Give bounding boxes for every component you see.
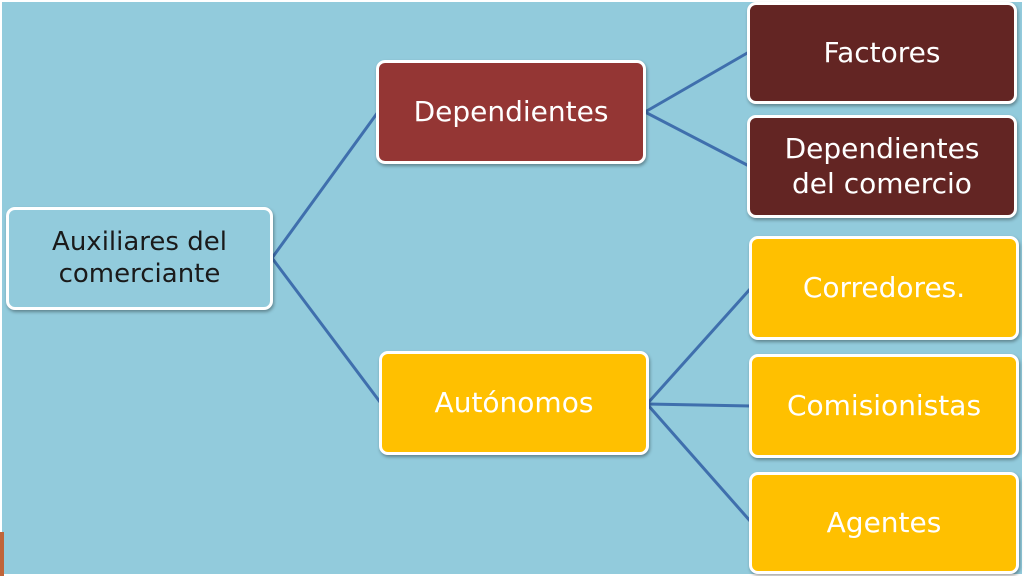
connector-autonomos-comisionistas [645,402,753,408]
node-corredores: Corredores. [749,236,1019,340]
node-dependientes-del-comercio-label: Dependientes del comercio [784,132,980,200]
node-comisionistas: Comisionistas [749,354,1019,458]
node-dependientes-del-comercio: Dependientes del comercio [747,115,1017,218]
connector-root-dependientes [270,110,380,260]
node-comisionistas-label: Comisionistas [786,388,982,422]
node-factores-label: Factores [823,35,941,69]
node-autonomos: Autónomos [379,351,649,455]
connector-autonomos-agentes [645,402,753,524]
node-agentes: Agentes [749,472,1019,574]
node-agentes-label: Agentes [826,505,942,539]
connector-root-autonomos [270,256,382,404]
connector-dependientes-factores [643,50,751,114]
node-dependientes-label: Dependientes [413,94,609,128]
connector-autonomos-corredores [645,286,753,406]
decorative-corner-strip [0,532,4,576]
node-corredores-label: Corredores. [802,270,966,304]
node-factores: Factores [747,2,1017,104]
node-autonomos-label: Autónomos [434,385,594,419]
node-root-label: Auxiliares del comerciante [52,226,227,289]
node-dependientes: Dependientes [376,60,646,164]
node-root: Auxiliares del comerciante [6,207,273,310]
connector-dependientes-comercio [643,110,751,168]
